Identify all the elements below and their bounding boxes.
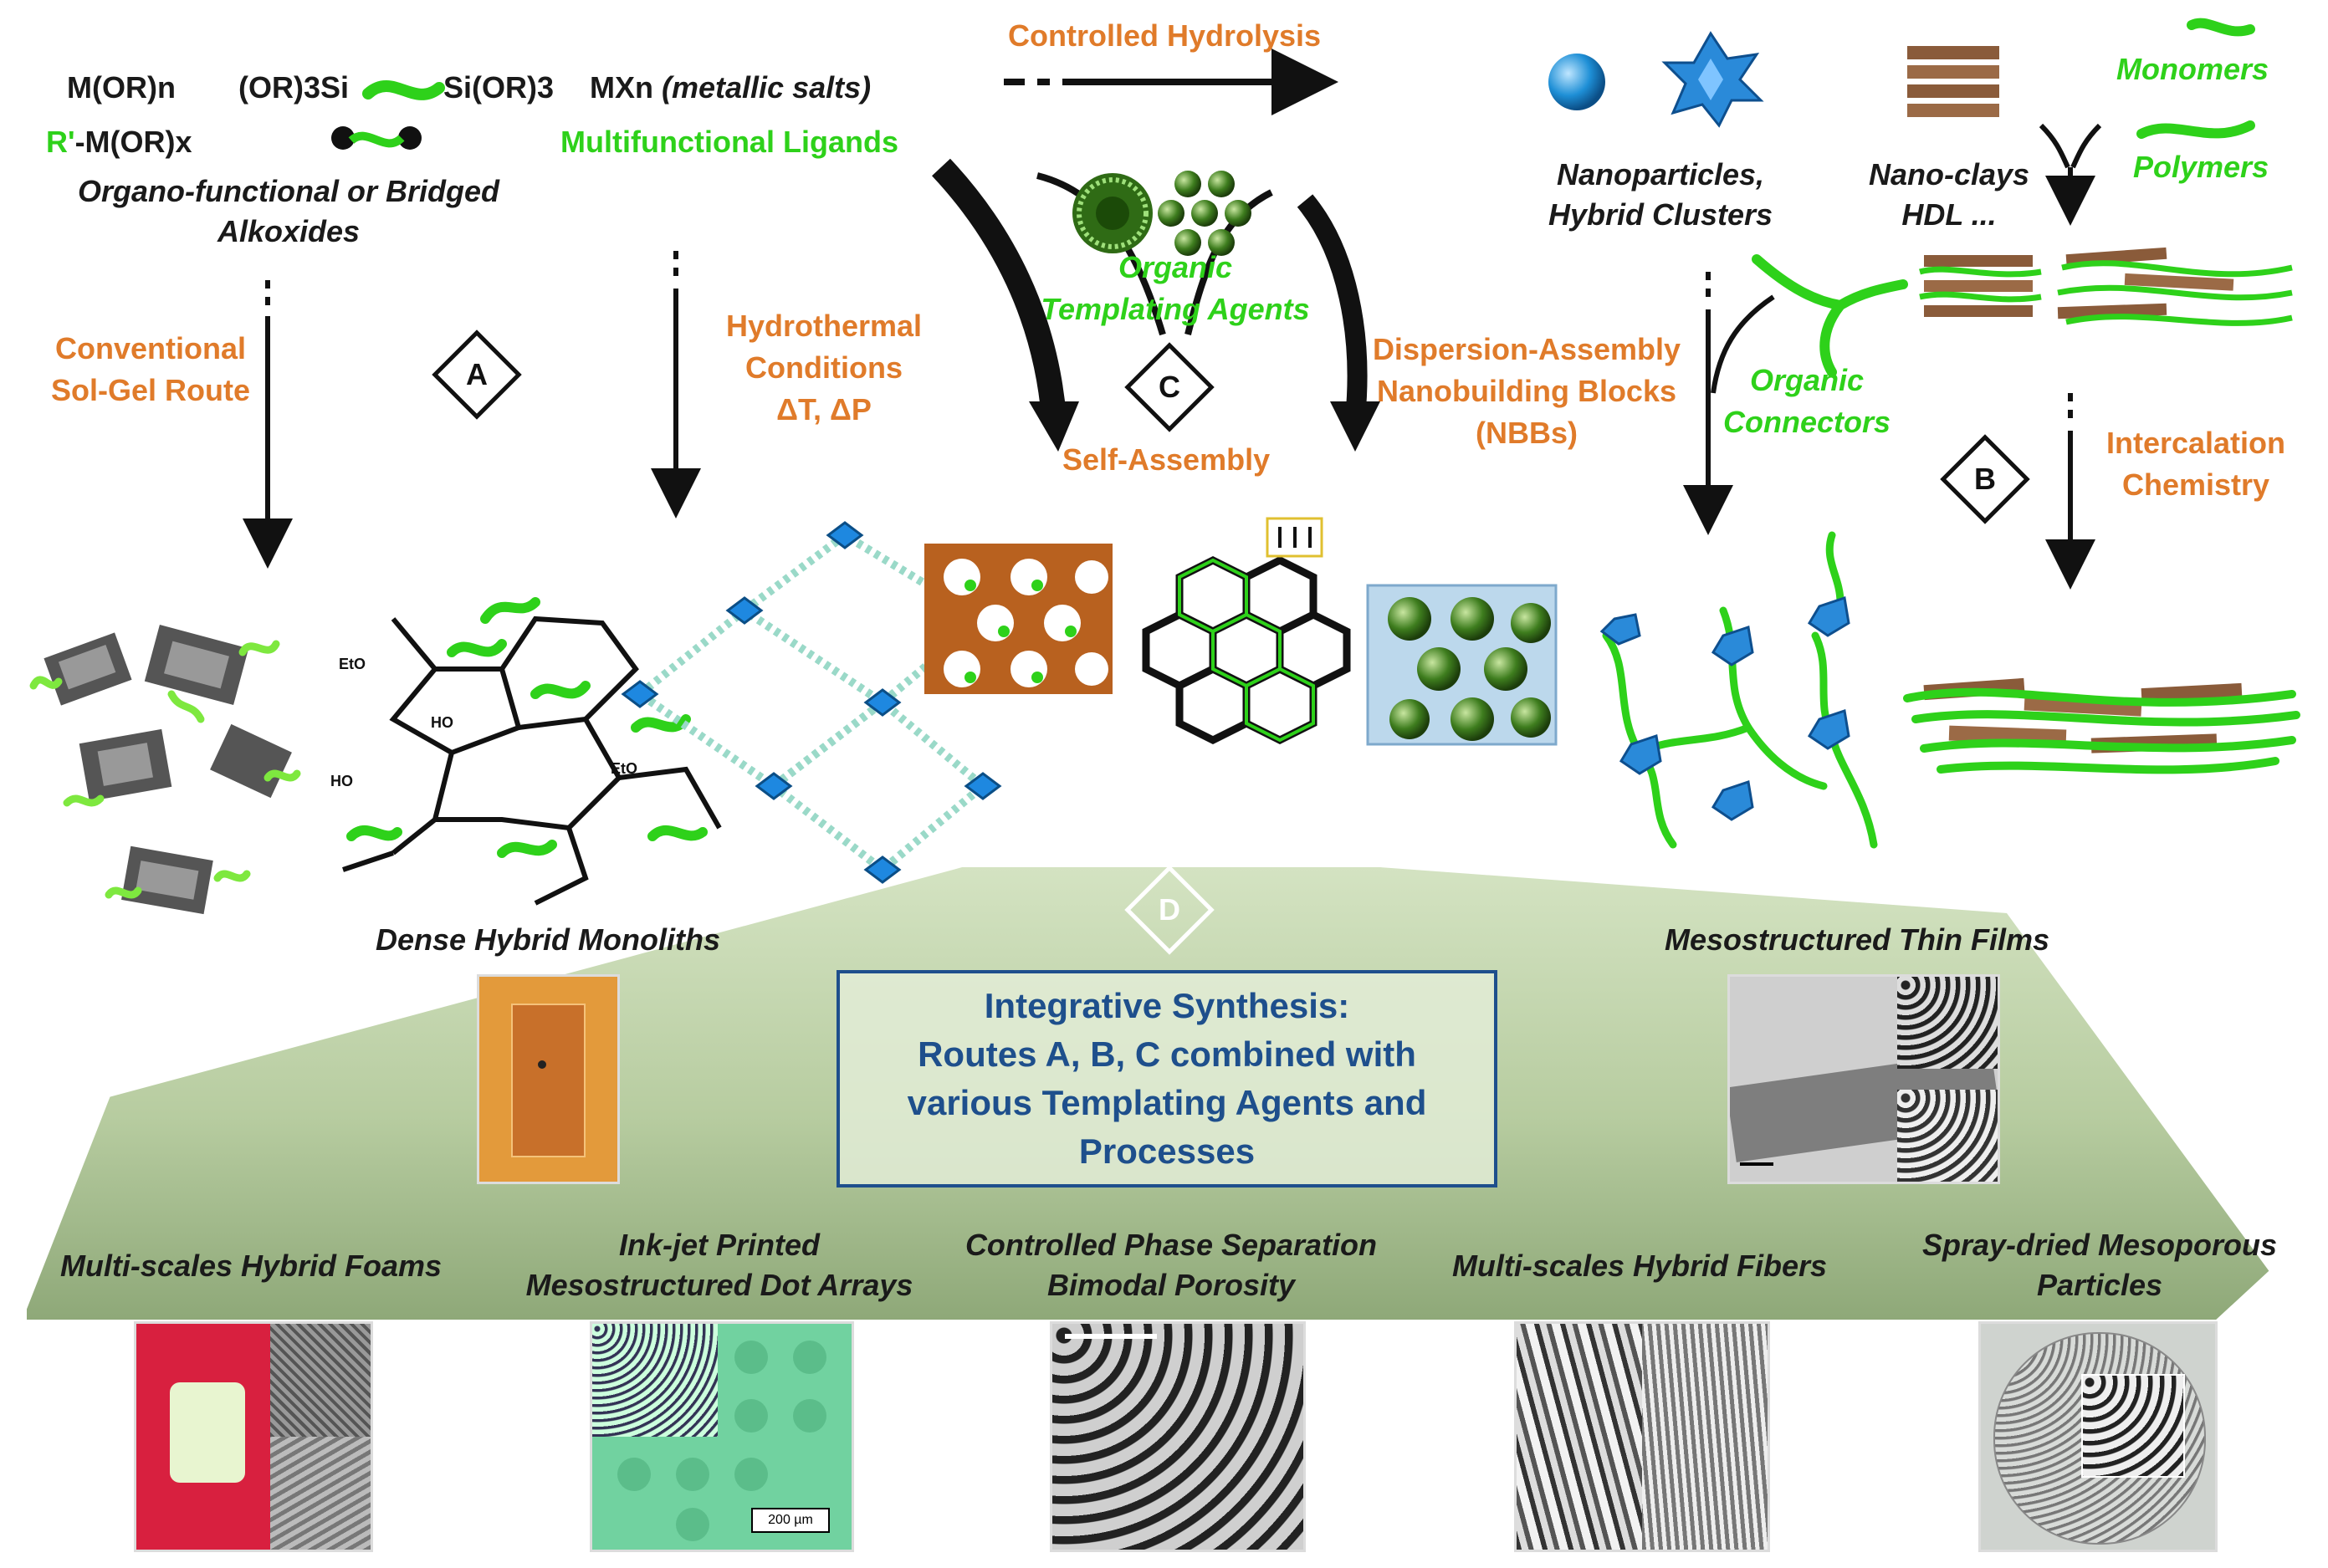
precursor-m-or-n: M(OR)n xyxy=(67,70,176,105)
dense-monoliths-caption: Dense Hybrid Monoliths xyxy=(375,922,721,957)
precursor-or3si-left: (OR)3Si xyxy=(238,70,350,105)
self-assembly-label: Self-Assembly xyxy=(1062,442,1271,477)
integrative-line-1: Integrative Synthesis: xyxy=(984,986,1350,1025)
monomers-label: Monomers xyxy=(2116,52,2269,86)
nanoclay-stack-icon xyxy=(1907,46,1999,117)
dumbbell-link-icon xyxy=(348,131,405,148)
eto-label: EtO xyxy=(339,656,366,672)
thin-film-tem-photo xyxy=(1727,974,2000,1184)
phase-separation-caption: Controlled Phase Separation Bimodal Poro… xyxy=(964,1228,1378,1302)
fibers-caption: Multi-scales Hybrid Fibers xyxy=(1451,1249,1828,1283)
bimodal-porosity-photo xyxy=(1050,1321,1306,1552)
dumbbell-left-icon xyxy=(331,126,355,150)
thin-films-caption: Mesostructured Thin Films xyxy=(1664,922,2050,957)
nanoclays-label: Nano-clays HDL ... xyxy=(1868,157,2030,232)
nbb-connected-clusters-icon xyxy=(1599,531,1878,849)
honeycomb-zoom-content xyxy=(1278,527,1312,548)
green-linker-icon xyxy=(362,80,445,100)
organic-connectors-label: Organic Connectors xyxy=(1722,363,1891,439)
merge-left xyxy=(2039,123,2070,169)
arrow-self-assembly-left xyxy=(932,158,1067,420)
nanoparticle-sphere-icon xyxy=(1548,54,1605,110)
hybrid-cluster-icon xyxy=(1661,31,1764,128)
spray-dried-caption: Spray-dried Mesoporous Particles xyxy=(1921,1228,2278,1302)
micelle-icon xyxy=(1072,173,1153,253)
fibers-photo xyxy=(1514,1321,1770,1552)
merge-right xyxy=(2070,123,2102,169)
foams-caption: Multi-scales Hybrid Foams xyxy=(59,1249,443,1283)
inkjet-caption: Ink-jet Printed Mesostructured Dot Array… xyxy=(525,1228,913,1302)
scale-bar-label: 200 µm xyxy=(751,1508,830,1533)
intercalation-label: Intercalation Chemistry xyxy=(2105,426,2286,502)
arrow-self-assembly-left-head xyxy=(1029,401,1079,452)
alkoxides-caption: Organo-functional or Bridged Alkoxides xyxy=(78,174,499,248)
precursor-or3si-right: Si(OR)3 xyxy=(443,70,555,105)
mesoporous-block-icon xyxy=(924,544,1113,694)
organic-templating-label: Organic Templating Agents xyxy=(1041,250,1310,326)
si-o-network-icon xyxy=(342,615,722,906)
si-o-organic-links-icon xyxy=(346,597,708,858)
integrative-line-4: Processes xyxy=(1078,1131,1256,1171)
monomer-icon xyxy=(2187,18,2255,37)
honeycomb-green-icon xyxy=(1178,558,1315,743)
dense-monolith-photo xyxy=(477,974,620,1184)
precursor-r-m-or-x: R'-M(OR)x xyxy=(46,125,192,159)
organic-connector-icon xyxy=(1752,254,1908,377)
ho-label-2: HO xyxy=(431,714,453,731)
intercalated-nanocomposite-icon xyxy=(1903,677,2300,774)
metallic-salts-label: MXn (metallic salts) xyxy=(590,70,872,105)
ho-label: HO xyxy=(330,773,353,789)
spray-dried-particle-photo xyxy=(1978,1321,2218,1552)
green-spheres-icon xyxy=(1158,171,1251,256)
hybrid-cluster-network-icon xyxy=(29,624,301,915)
foam-photo xyxy=(134,1321,373,1552)
intercalated-clay-icon xyxy=(1919,255,2042,317)
integrative-synthesis-box: Integrative Synthesis: Routes A, B, C co… xyxy=(837,970,1497,1187)
integrative-line-3: various Templating Agents and xyxy=(907,1083,1427,1122)
arrow-self-assembly-right-head xyxy=(1330,401,1380,452)
polymers-label: Polymers xyxy=(2133,150,2269,184)
polymer-icon xyxy=(2136,120,2255,139)
arrow-connectors-merge xyxy=(1711,294,1775,394)
arrow-self-assembly-right xyxy=(1297,194,1368,420)
dumbbell-right-icon xyxy=(398,126,422,150)
integrative-line-2: Routes A, B, C combined with xyxy=(918,1034,1416,1074)
nbb-block-icon xyxy=(1366,584,1558,746)
exfoliated-clay-icon xyxy=(2057,247,2293,326)
hydrothermal-label: Hydrothermal Conditions ΔT, ΔP xyxy=(725,309,923,426)
controlled-hydrolysis-label: Controlled Hydrolysis xyxy=(1008,18,1322,53)
multifunctional-ligands-label: Multifunctional Ligands xyxy=(560,125,898,159)
inkjet-dot-array-photo: 200 µm xyxy=(590,1321,854,1552)
dispersion-assembly-label: Dispersion-Assembly Nanobuilding Blocks … xyxy=(1372,332,1681,450)
conventional-sol-gel-label: Conventional Sol-Gel Route xyxy=(50,331,250,407)
eto-label-2: EtO xyxy=(611,760,637,777)
nanoparticles-label: Nanoparticles, Hybrid Clusters xyxy=(1548,157,1773,232)
